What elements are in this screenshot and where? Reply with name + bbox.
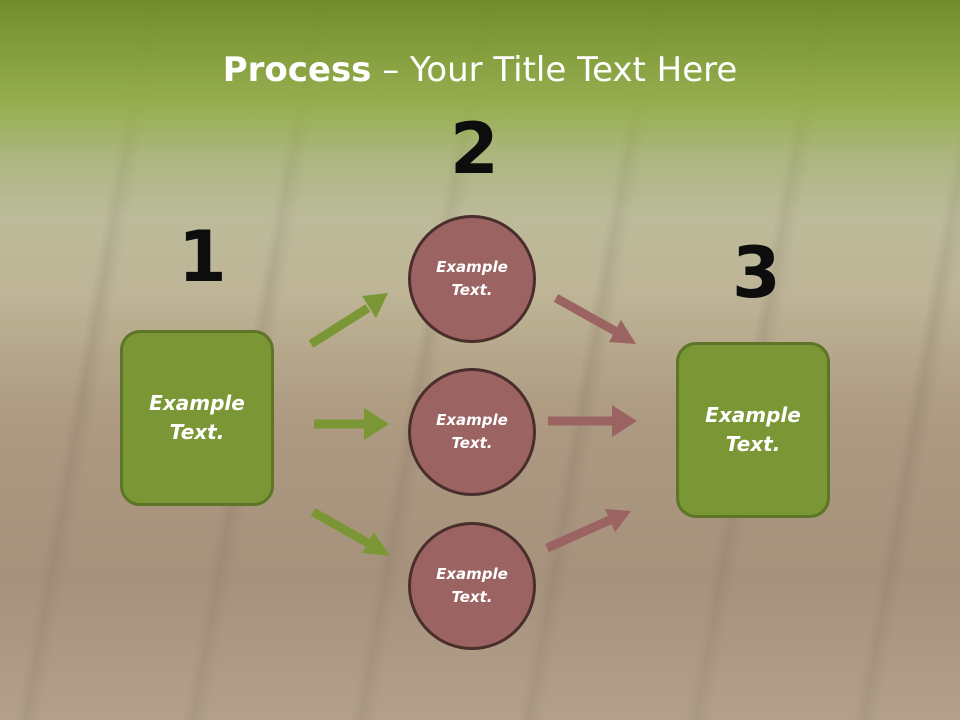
step-3-box: Example Text. bbox=[676, 342, 830, 518]
step-3-text-line2: Text. bbox=[725, 432, 781, 456]
arrow-middle-to-right bbox=[548, 405, 637, 437]
title-rest: – Your Title Text Here bbox=[371, 50, 738, 90]
step-number-3: 3 bbox=[732, 232, 781, 314]
arrow-left-to-top bbox=[308, 293, 388, 348]
arrow-left-to-middle bbox=[314, 408, 389, 440]
step-2-circle-bottom: Example Text. bbox=[408, 522, 536, 650]
circle-top-text-line1: Example bbox=[436, 258, 508, 276]
arrow-left-to-bottom bbox=[310, 508, 390, 556]
step-1-box: Example Text. bbox=[120, 330, 274, 506]
arrow-top-to-right bbox=[553, 294, 636, 344]
step-2-circle-middle: Example Text. bbox=[408, 368, 536, 496]
step-2-circle-top: Example Text. bbox=[408, 215, 536, 343]
circle-middle-text-line2: Text. bbox=[451, 434, 493, 452]
circle-middle-text-line1: Example bbox=[436, 411, 508, 429]
step-number-2: 2 bbox=[450, 108, 499, 190]
title-bold: Process bbox=[222, 50, 372, 90]
step-1-text-line1: Example bbox=[149, 391, 245, 415]
arrow-bottom-to-right bbox=[545, 509, 631, 553]
step-1-text-line2: Text. bbox=[169, 420, 225, 444]
circle-bottom-text-line2: Text. bbox=[451, 588, 493, 606]
step-number-1: 1 bbox=[178, 216, 227, 298]
circle-bottom-text-line1: Example bbox=[436, 565, 508, 583]
slide-title: Process – Your Title Text Here bbox=[0, 50, 960, 90]
step-3-text-line1: Example bbox=[705, 403, 801, 427]
circle-top-text-line2: Text. bbox=[451, 281, 493, 299]
